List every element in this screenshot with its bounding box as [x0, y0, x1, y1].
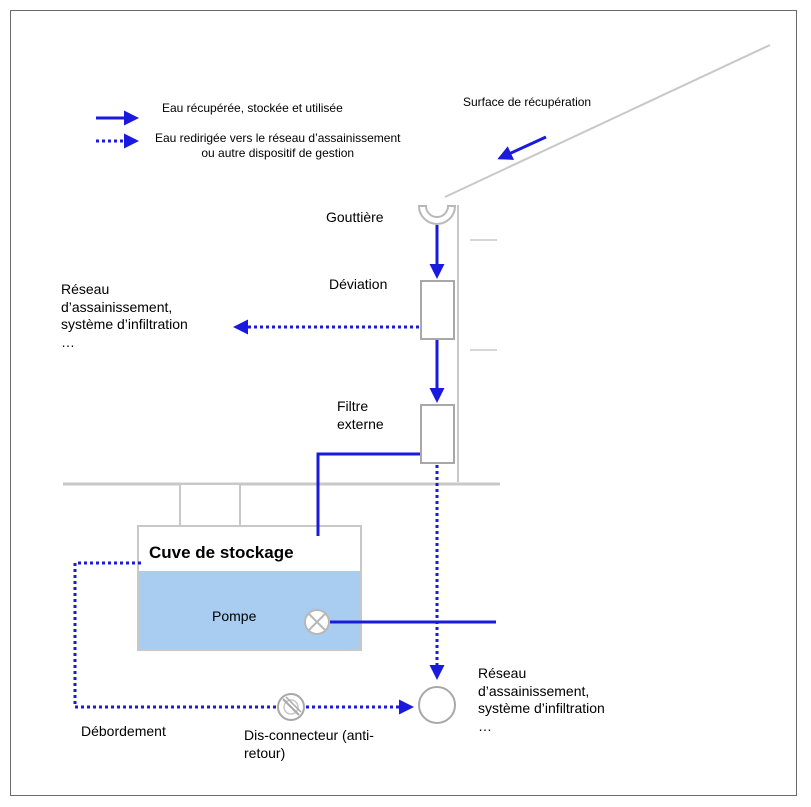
roof-arrow	[497, 135, 547, 160]
diagram-frame	[10, 10, 797, 796]
gutter-icon	[417, 205, 457, 225]
filter-to-tank-pipe	[316, 452, 420, 536]
legend-dotted-label: Eau redirigée vers le réseau d’assainiss…	[155, 131, 401, 160]
roof-line	[444, 44, 771, 198]
disconnector-label: Dis-connecteur (anti- retour)	[244, 727, 374, 761]
legend-solid-label: Eau récupérée, stockée et utilisée	[162, 101, 343, 115]
network-bottom-label: Réseau d’assainissement, système d’infil…	[478, 665, 605, 734]
tank-title: Cuve de stockage	[141, 537, 337, 571]
redirected-flow	[73, 133, 445, 715]
deviation-box	[420, 280, 455, 340]
gutter-label: Gouttière	[326, 209, 384, 225]
tank-water	[139, 571, 360, 649]
collected-flow	[96, 110, 547, 624]
tank-access-hatch	[179, 483, 241, 527]
filter-box	[420, 404, 455, 464]
backflow-valve-icon	[277, 693, 305, 721]
tank-overflow-pipe	[73, 561, 278, 709]
network-outlet-icon	[418, 686, 456, 724]
deviation-label: Déviation	[329, 276, 388, 292]
surface-label: Surface de récupération	[463, 95, 592, 109]
overflow-label: Débordement	[81, 723, 166, 739]
network-top-label: Réseau d’assainissement, système d’infil…	[61, 281, 188, 350]
filter-label: Filtre externe	[337, 398, 384, 432]
pump-icon	[304, 609, 330, 635]
pump-label: Pompe	[212, 608, 257, 624]
